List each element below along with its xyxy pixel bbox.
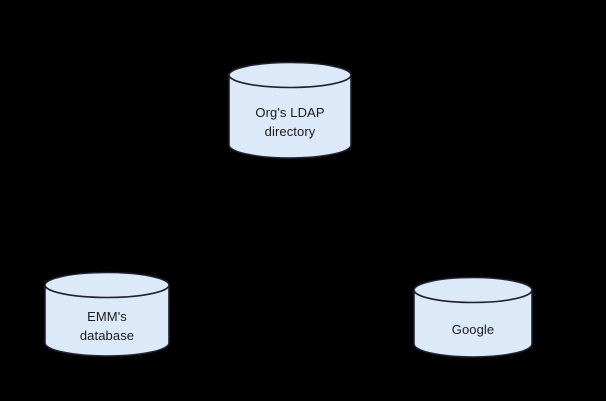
cylinder-top bbox=[44, 271, 170, 299]
node-emm-database[interactable]: EMM's database bbox=[44, 271, 170, 357]
cylinder-shape-emm bbox=[44, 271, 170, 357]
cylinder-body bbox=[44, 284, 170, 357]
node-ldap-directory[interactable]: Org's LDAP directory bbox=[228, 61, 352, 159]
cylinder-shape-google bbox=[413, 276, 533, 358]
cylinder-top bbox=[413, 276, 533, 304]
cylinder-body bbox=[228, 74, 352, 159]
cylinder-shape-ldap bbox=[228, 61, 352, 159]
cylinder-top bbox=[228, 61, 352, 89]
cylinder-body bbox=[413, 289, 533, 358]
node-google[interactable]: Google bbox=[413, 276, 533, 358]
